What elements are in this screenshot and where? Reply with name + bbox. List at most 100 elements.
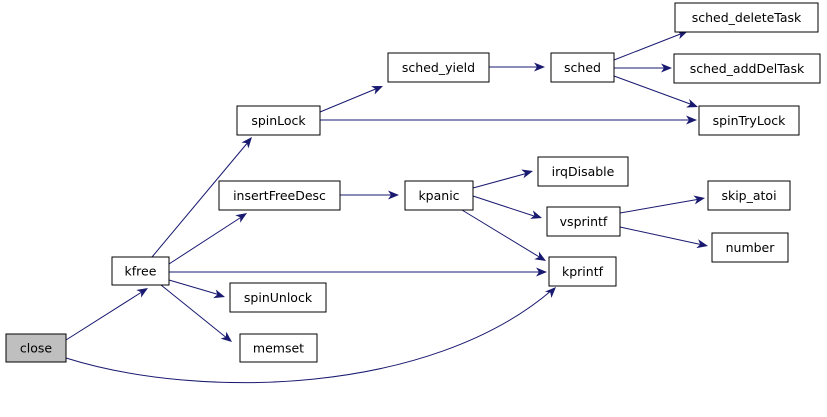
edge-kfree-to-kprintf [169,267,547,277]
node-box[interactable] [111,256,170,286]
arrowhead-icon [661,63,672,73]
edge-line [160,284,229,340]
edge-line [65,289,146,341]
node-label: kprintf [562,264,604,279]
node-box[interactable] [537,156,629,187]
edge-spinLock-to-spinTryLock [320,115,697,125]
node-box[interactable] [229,282,327,313]
node-memset[interactable]: memset [239,333,318,363]
edge-line [461,209,542,259]
edge-line [613,75,694,106]
edge-close-to-kprintf [65,287,556,384]
arrowhead-icon [388,190,399,200]
edge-sched-to-sched_deleteTask [613,30,688,61]
edge-close-to-kfree [65,288,148,341]
edge-sched-to-sched_addDelTask [614,63,672,73]
edge-kpanic-to-kprintf [461,209,546,261]
node-label: sched [564,60,601,75]
node-box[interactable] [673,53,821,84]
edge-line [619,198,701,214]
edge-line [613,32,684,61]
arrowhead-icon [521,169,533,179]
node-box[interactable] [239,333,318,363]
nodes-layer: close kfree spinLock insertFreeDesc spinUnlo… [5,2,821,363]
arrowhead-icon [545,287,556,298]
edge-insertFreeDesc-to-kpanic [340,190,399,200]
node-box[interactable] [546,206,621,237]
node-spinUnlock[interactable]: spinUnlock [229,282,327,313]
arrowhead-icon [536,267,547,277]
node-kpanic[interactable]: kpanic [404,180,474,211]
edge-kpanic-to-vsprintf [472,195,542,219]
node-label: spinLock [251,113,306,128]
edge-kpanic-to-irqDisable [472,169,533,189]
node-close[interactable]: close [5,333,67,363]
node-label: kfree [125,264,157,279]
node-label: vsprintf [560,214,608,229]
node-vsprintf[interactable]: vsprintf [546,206,621,237]
edge-kfree-to-spinUnlock [168,279,225,299]
node-label: sched_yield [402,60,475,75]
node-sched[interactable]: sched [550,52,615,83]
edge-line [168,279,221,296]
node-insertFreeDesc[interactable]: insertFreeDesc [218,180,341,211]
node-box[interactable] [711,232,789,263]
node-label: spinTryLock [713,113,786,128]
arrowhead-icon [241,137,252,149]
node-box[interactable] [236,105,321,136]
edge-sched_yield-to-sched [489,62,545,72]
node-sched_deleteTask[interactable]: sched_deleteTask [674,2,819,33]
arrowhead-icon [693,195,705,205]
arrowhead-icon [371,86,383,95]
node-box[interactable] [387,52,490,83]
node-label: irqDisable [552,164,615,179]
node-sched_yield[interactable]: sched_yield [387,52,490,83]
arrowhead-icon [676,30,688,40]
node-box[interactable] [550,52,615,83]
node-box[interactable] [5,333,67,363]
node-spinTryLock[interactable]: spinTryLock [698,105,800,136]
arrowhead-icon [686,99,698,108]
node-label: memset [253,341,304,356]
arrowhead-icon [220,331,232,342]
edge-spinLock-to-sched_yield [319,86,383,113]
node-box[interactable] [218,180,341,211]
node-box[interactable] [404,180,474,211]
node-box[interactable] [698,105,800,136]
node-label: close [20,341,53,356]
node-spinLock[interactable]: spinLock [236,105,321,136]
node-label: skip_atoi [721,188,776,203]
node-kprintf[interactable]: kprintf [548,256,617,287]
arrowhead-icon [213,289,225,299]
arrowhead-icon [534,62,545,72]
arrowhead-icon [235,213,247,223]
edge-kfree-to-insertFreeDesc [168,213,247,265]
arrowhead-icon [686,115,697,125]
edge-line [472,172,529,189]
edge-sched-to-spinTryLock [613,75,698,108]
edge-vsprintf-to-skip_atoi [619,195,705,214]
arrowhead-icon [530,210,542,219]
edge-line [151,140,250,258]
node-label: number [726,240,776,255]
edge-line [319,87,379,113]
edge-vsprintf-to-number [619,226,708,249]
node-box[interactable] [548,256,617,287]
node-label: insertFreeDesc [233,188,326,203]
edge-line [472,195,538,218]
node-irqDisable[interactable]: irqDisable [537,156,629,187]
edge-line [65,289,553,384]
node-label: sched_addDelTask [690,61,805,76]
edge-kfree-to-memset [160,284,232,342]
node-box[interactable] [674,2,819,33]
edge-line [168,215,244,265]
arrowhead-icon [534,251,546,261]
node-number[interactable]: number [711,232,789,263]
node-sched_addDelTask[interactable]: sched_addDelTask [673,53,821,84]
node-skip_atoi[interactable]: skip_atoi [707,180,791,211]
node-box[interactable] [707,180,791,211]
edge-line [619,226,704,246]
node-kfree[interactable]: kfree [111,256,170,286]
